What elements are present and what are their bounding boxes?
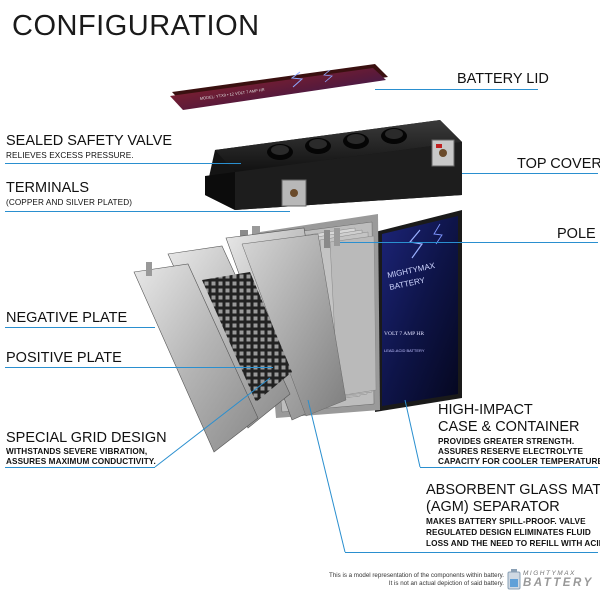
label-grid-sub-2: ASSURES MAXIMUM CONDUCTIVITY. [6,457,156,466]
svg-text:LEAD-ACID BATTERY: LEAD-ACID BATTERY [384,348,425,353]
logo-text-top: MIGHTYMAX [523,570,576,577]
label-case-sub-3: CAPACITY FOR COOLER TEMPERATURES. [438,457,600,466]
label-agm-title-2: (AGM) SEPARATOR [426,499,560,515]
label-agm-sub-1: MAKES BATTERY SPILL-PROOF. VALVE [426,517,586,526]
label-top-cover: TOP COVER [517,156,600,172]
footnote-line-1: This is a model representation of the co… [329,572,504,579]
label-positive-plate: POSITIVE PLATE [6,350,122,366]
svg-text:VOLT 7 AMP HR: VOLT 7 AMP HR [384,331,424,337]
leader-line-terminals [5,211,290,212]
label-grid-sub-1: WITHSTANDS SEVERE VIBRATION, [6,447,148,456]
logo-battery-icon [507,569,521,590]
label-grid-title: SPECIAL GRID DESIGN [6,430,167,446]
leader-line-agm [345,552,598,553]
battery-case: MIGHTYMAX BATTERY VOLT 7 AMP HR LEAD-ACI… [375,210,462,412]
leader-line-safety-valve [5,163,241,164]
logo-text-bottom: BATTERY [523,577,594,589]
plate-stack [225,214,380,421]
brand-logo: MIGHTYMAX BATTERY [506,569,591,591]
footnote-line-2: It is not an actual depiction of said ba… [388,580,504,587]
label-case-sub-2: ASSURES RESERVE ELECTROLYTE [438,447,584,456]
label-battery-lid: BATTERY LID [457,71,549,87]
label-agm-sub-3: LOSS AND THE NEED TO REFILL WITH ACID. [426,539,600,548]
leader-line-battery-lid [375,89,538,90]
top-cover [205,120,462,210]
leader-line-pole [340,242,598,243]
page-title: CONFIGURATION [12,10,260,42]
label-case-title-1: HIGH-IMPACT [438,402,533,418]
label-agm-sub-2: REGULATED DESIGN ELIMINATES FLUID [426,528,591,537]
label-case-sub-1: PROVIDES GREATER STRENGTH. [438,437,575,446]
negative-plate-shape [133,262,259,453]
leader-line-case [420,467,598,468]
leader-line-negative-plate [5,327,155,328]
label-pole: POLE [557,226,596,242]
label-safety-valve-sub: RELIEVES EXCESS PRESSURE. [6,151,134,160]
label-terminals: TERMINALS [6,180,89,196]
label-case-title-2: CASE & CONTAINER [438,419,580,435]
label-agm-title-1: ABSORBENT GLASS MAT [426,482,600,498]
label-terminals-sub: (COPPER AND SILVER PLATED) [6,198,133,207]
leader-line-positive-plate [5,367,273,368]
leader-line-top-cover [462,173,598,174]
label-negative-plate: NEGATIVE PLATE [6,310,128,326]
leader-line-grid [5,467,155,468]
battery-lid: MODEL: YTX9 • 12 VOLT 7 AMP HR [170,64,388,110]
label-safety-valve: SEALED SAFETY VALVE [6,133,173,149]
